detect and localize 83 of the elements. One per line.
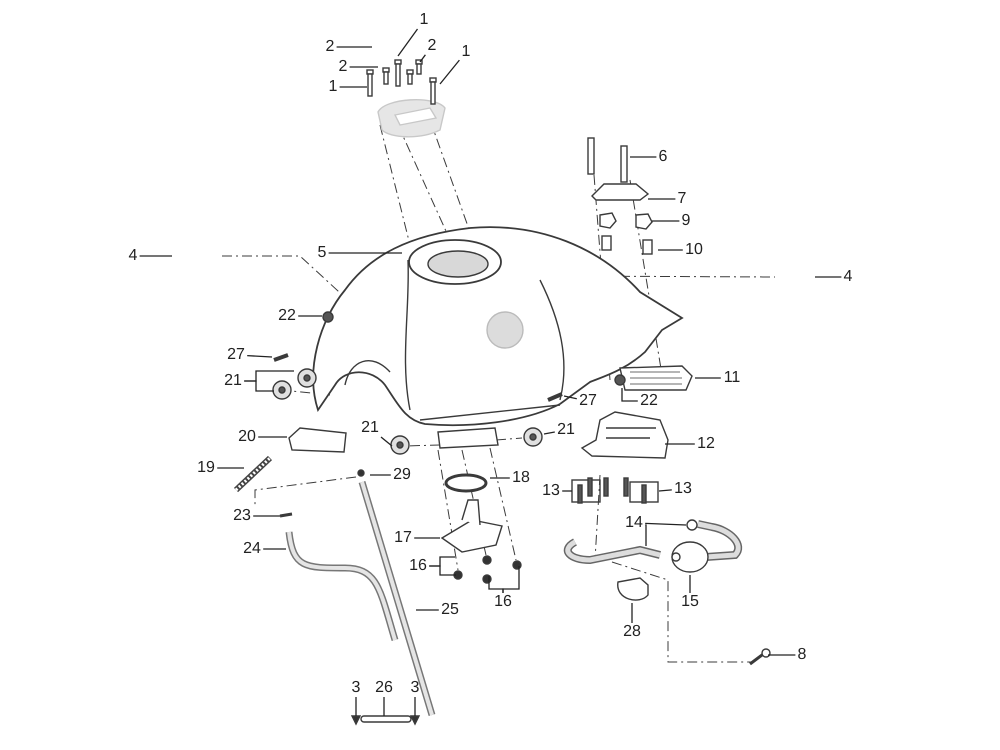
leader-line xyxy=(350,66,378,68)
leader-line xyxy=(631,603,633,623)
callout-number: 17 xyxy=(394,529,412,547)
callout-number: 14 xyxy=(625,514,643,532)
callout-number: 13 xyxy=(542,482,560,500)
callout-number: 15 xyxy=(681,593,699,611)
callout-number: 24 xyxy=(243,540,261,558)
callout-number: 6 xyxy=(658,148,668,166)
leader-line xyxy=(652,220,680,222)
leader-line xyxy=(298,315,322,317)
callout-number: 1 xyxy=(420,11,428,29)
callout-number: 5 xyxy=(318,244,326,262)
leader-line xyxy=(217,467,244,469)
callout-number: 4 xyxy=(844,268,852,286)
callout-number: 23 xyxy=(233,507,251,525)
leader-line xyxy=(383,697,385,716)
leader-line xyxy=(244,380,274,392)
leader-line xyxy=(562,490,572,492)
callout-number: 3 xyxy=(410,679,420,697)
leader-line xyxy=(630,156,656,158)
leader-line xyxy=(253,515,280,517)
callout-number: 21 xyxy=(361,419,379,437)
leader-line xyxy=(140,255,172,257)
leader-line xyxy=(380,436,392,446)
callout-number: 1 xyxy=(328,78,338,96)
callout-number: 13 xyxy=(674,480,692,498)
leader-line xyxy=(247,354,272,358)
callout-number: 7 xyxy=(678,190,686,208)
callout-number: 3 xyxy=(352,679,360,697)
callout-number: 28 xyxy=(623,623,641,641)
callout-number: 16 xyxy=(409,557,427,575)
leader-line xyxy=(429,565,456,576)
callout-number: 19 xyxy=(197,459,215,477)
leader-line xyxy=(689,575,691,593)
callout-number: 4 xyxy=(128,247,138,265)
leader-line xyxy=(665,443,695,445)
callout-number: 16 xyxy=(494,593,512,611)
leader-line xyxy=(263,548,286,550)
leader-line xyxy=(336,46,372,48)
leader-line xyxy=(695,377,721,379)
callout-number: 1 xyxy=(462,43,470,61)
leader-line xyxy=(658,249,683,251)
leader-line xyxy=(502,566,520,593)
callout-number: 22 xyxy=(278,307,296,325)
callout-number: 11 xyxy=(724,369,740,387)
callout-number: 20 xyxy=(238,428,256,446)
leader-line xyxy=(768,654,796,656)
leader-line xyxy=(414,697,416,716)
callout-number: 21 xyxy=(557,421,575,439)
callout-number: 9 xyxy=(682,212,690,230)
callout-number: 2 xyxy=(326,38,334,56)
leader-line xyxy=(397,28,418,56)
callout-number: 2 xyxy=(338,58,348,76)
leader-line xyxy=(621,388,638,402)
callout-number: 22 xyxy=(640,392,658,410)
callout-number: 10 xyxy=(685,241,703,259)
callout-number: 21 xyxy=(224,372,242,390)
leader-line xyxy=(544,431,555,435)
leader-line xyxy=(648,198,676,200)
callout-number: 12 xyxy=(697,435,715,453)
callout-number: 18 xyxy=(512,469,530,487)
leader-line xyxy=(340,86,367,88)
callout-number: 29 xyxy=(393,466,411,484)
leader-line xyxy=(658,489,672,492)
callout-number: 8 xyxy=(798,646,806,664)
leader-line xyxy=(414,537,440,539)
leader-line xyxy=(355,697,357,716)
leader-line xyxy=(419,54,426,62)
callout-number: 25 xyxy=(441,601,459,619)
leader-line xyxy=(328,252,402,254)
leader-line xyxy=(416,609,439,611)
leader-line xyxy=(370,474,391,476)
leader-line xyxy=(645,522,686,526)
leader-line xyxy=(564,395,577,400)
leader-line xyxy=(258,436,287,438)
leader-line xyxy=(644,524,647,546)
callout-number: 26 xyxy=(375,679,393,697)
leader-line xyxy=(490,477,510,479)
leader-line xyxy=(815,276,842,278)
callout-number: 27 xyxy=(227,346,245,364)
leader-line xyxy=(440,60,460,84)
callout-number: 27 xyxy=(579,392,597,410)
callout-number: 2 xyxy=(428,37,436,55)
